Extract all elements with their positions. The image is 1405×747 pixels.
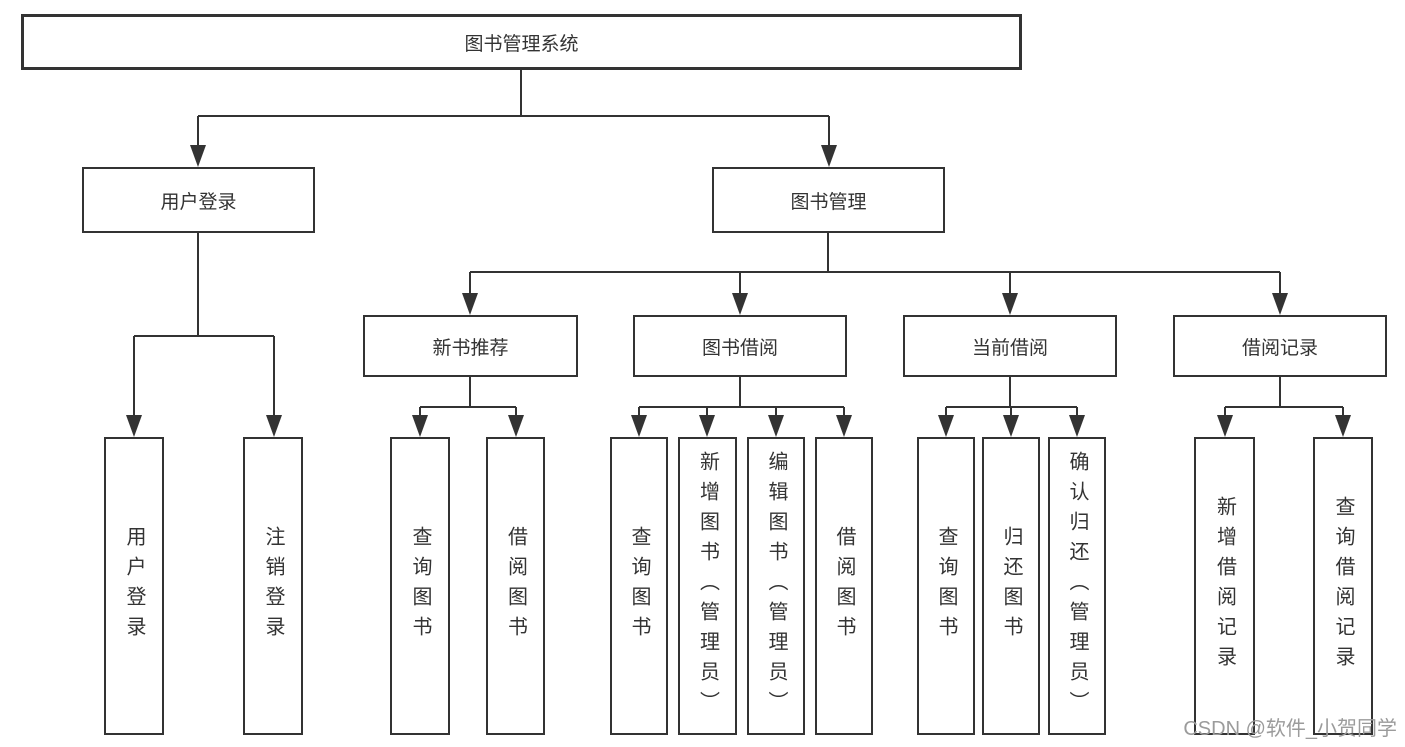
node-label: 图书管理: [790, 191, 867, 213]
node-label: 新书推荐: [432, 337, 509, 359]
leaf-user-login: 用户登录: [104, 437, 164, 735]
node-user-login: 用户登录: [82, 167, 315, 233]
leaf-return-books: 归还图书: [982, 437, 1040, 735]
node-label: 图书管理系统: [464, 33, 579, 55]
leaf-query-books-recommend: 查询图书: [390, 437, 450, 735]
leaf-add-borrow-record: 新增借阅记录: [1194, 437, 1255, 735]
node-label: 当前借阅: [971, 337, 1048, 359]
leaf-confirm-return-admin: 确认归还（管理员）: [1048, 437, 1106, 735]
leaf-query-borrow-record: 查询借阅记录: [1313, 437, 1373, 735]
node-label: 借阅记录: [1241, 337, 1318, 359]
node-book-management: 图书管理: [712, 167, 945, 233]
leaf-label: 编辑图书（管理员）: [765, 451, 787, 721]
node-label: 图书借阅: [701, 337, 778, 359]
leaf-label: 新增图书（管理员）: [696, 451, 719, 721]
leaf-label: 查询图书: [935, 526, 957, 646]
leaf-add-book-admin: 新增图书（管理员）: [678, 437, 737, 735]
leaf-query-books-borrow: 查询图书: [610, 437, 668, 735]
leaf-borrow-books: 借阅图书: [815, 437, 873, 735]
leaf-label: 查询图书: [409, 526, 431, 646]
node-label: 用户登录: [160, 191, 237, 213]
leaf-query-books-current: 查询图书: [917, 437, 975, 735]
node-library-management-system: 图书管理系统: [21, 14, 1022, 70]
leaf-label: 借阅图书: [504, 526, 527, 646]
leaf-label: 查询借阅记录: [1332, 496, 1354, 676]
leaf-label: 查询图书: [628, 526, 650, 646]
leaf-label: 注销登录: [262, 526, 284, 646]
leaf-label: 归还图书: [1000, 526, 1022, 646]
leaf-label: 用户登录: [123, 526, 145, 646]
leaf-label: 新增借阅记录: [1213, 496, 1236, 676]
node-book-borrow: 图书借阅: [633, 315, 847, 377]
csdn-watermark: CSDN @软件_小贺同学: [1183, 718, 1397, 740]
leaf-borrow-books-recommend: 借阅图书: [486, 437, 545, 735]
leaf-logout: 注销登录: [243, 437, 303, 735]
leaf-label: 借阅图书: [833, 526, 855, 646]
node-current-borrow: 当前借阅: [903, 315, 1117, 377]
node-new-book-recommend: 新书推荐: [363, 315, 578, 377]
leaf-edit-book-admin: 编辑图书（管理员）: [747, 437, 805, 735]
leaf-label: 确认归还（管理员）: [1066, 451, 1088, 721]
node-borrow-records: 借阅记录: [1173, 315, 1387, 377]
